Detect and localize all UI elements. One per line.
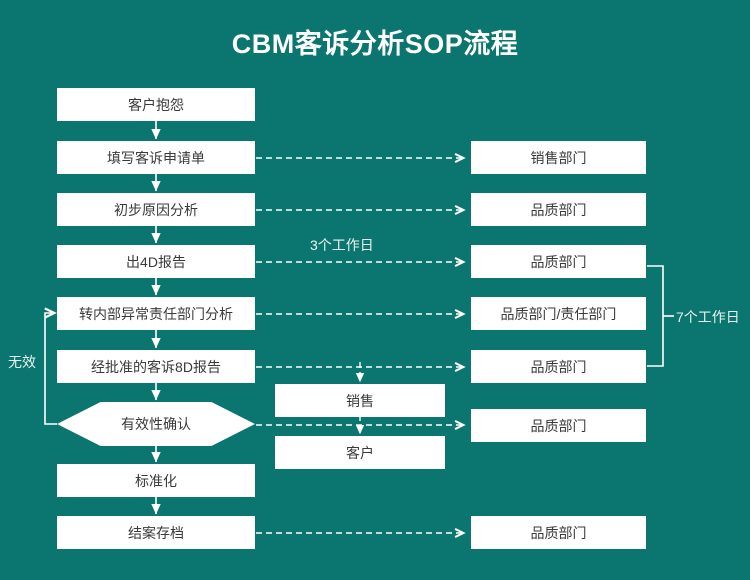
flow-node-customer[interactable]: 客户: [275, 436, 445, 469]
flow-node-dept-4[interactable]: 品质部门/责任部门: [471, 297, 646, 330]
flow-node-step-6[interactable]: 经批准的客诉8D报告: [57, 350, 255, 383]
flow-decision-validity-check[interactable]: 有效性确认: [57, 402, 255, 446]
page-title: CBM客诉分析SOP流程: [231, 29, 519, 59]
flow-node-dept-6[interactable]: 品质部门: [471, 409, 646, 442]
flow-node-dept-7[interactable]: 品质部门: [471, 516, 646, 549]
flow-node-dept-5[interactable]: 品质部门: [471, 350, 646, 383]
flow-node-step-8[interactable]: 标准化: [57, 464, 255, 497]
flow-node-dept-3[interactable]: 品质部门: [471, 245, 646, 278]
seven-day-bracket: [647, 265, 674, 367]
flow-node-step-5[interactable]: 转内部异常责任部门分析: [57, 297, 255, 330]
flow-node-step-3[interactable]: 初步原因分析: [57, 193, 255, 226]
flow-node-dept-1[interactable]: 销售部门: [471, 141, 646, 174]
annotation-three-working-days: 3个工作日: [310, 237, 374, 253]
flow-node-sales[interactable]: 销售: [275, 384, 445, 417]
flow-node-step-1[interactable]: 客户抱怨: [57, 88, 255, 121]
cross-column-connectors: [256, 158, 464, 533]
flow-node-step-2[interactable]: 填写客诉申请单: [57, 141, 255, 174]
annotation-seven-working-days: 7个工作日: [676, 309, 740, 325]
annotation-invalid: 无效: [8, 354, 36, 370]
invalid-feedback-loop: [44, 313, 57, 425]
flow-node-dept-2[interactable]: 品质部门: [471, 193, 646, 226]
flow-node-step-9[interactable]: 结案存档: [57, 516, 255, 549]
flow-node-step-4[interactable]: 出4D报告: [57, 245, 255, 278]
